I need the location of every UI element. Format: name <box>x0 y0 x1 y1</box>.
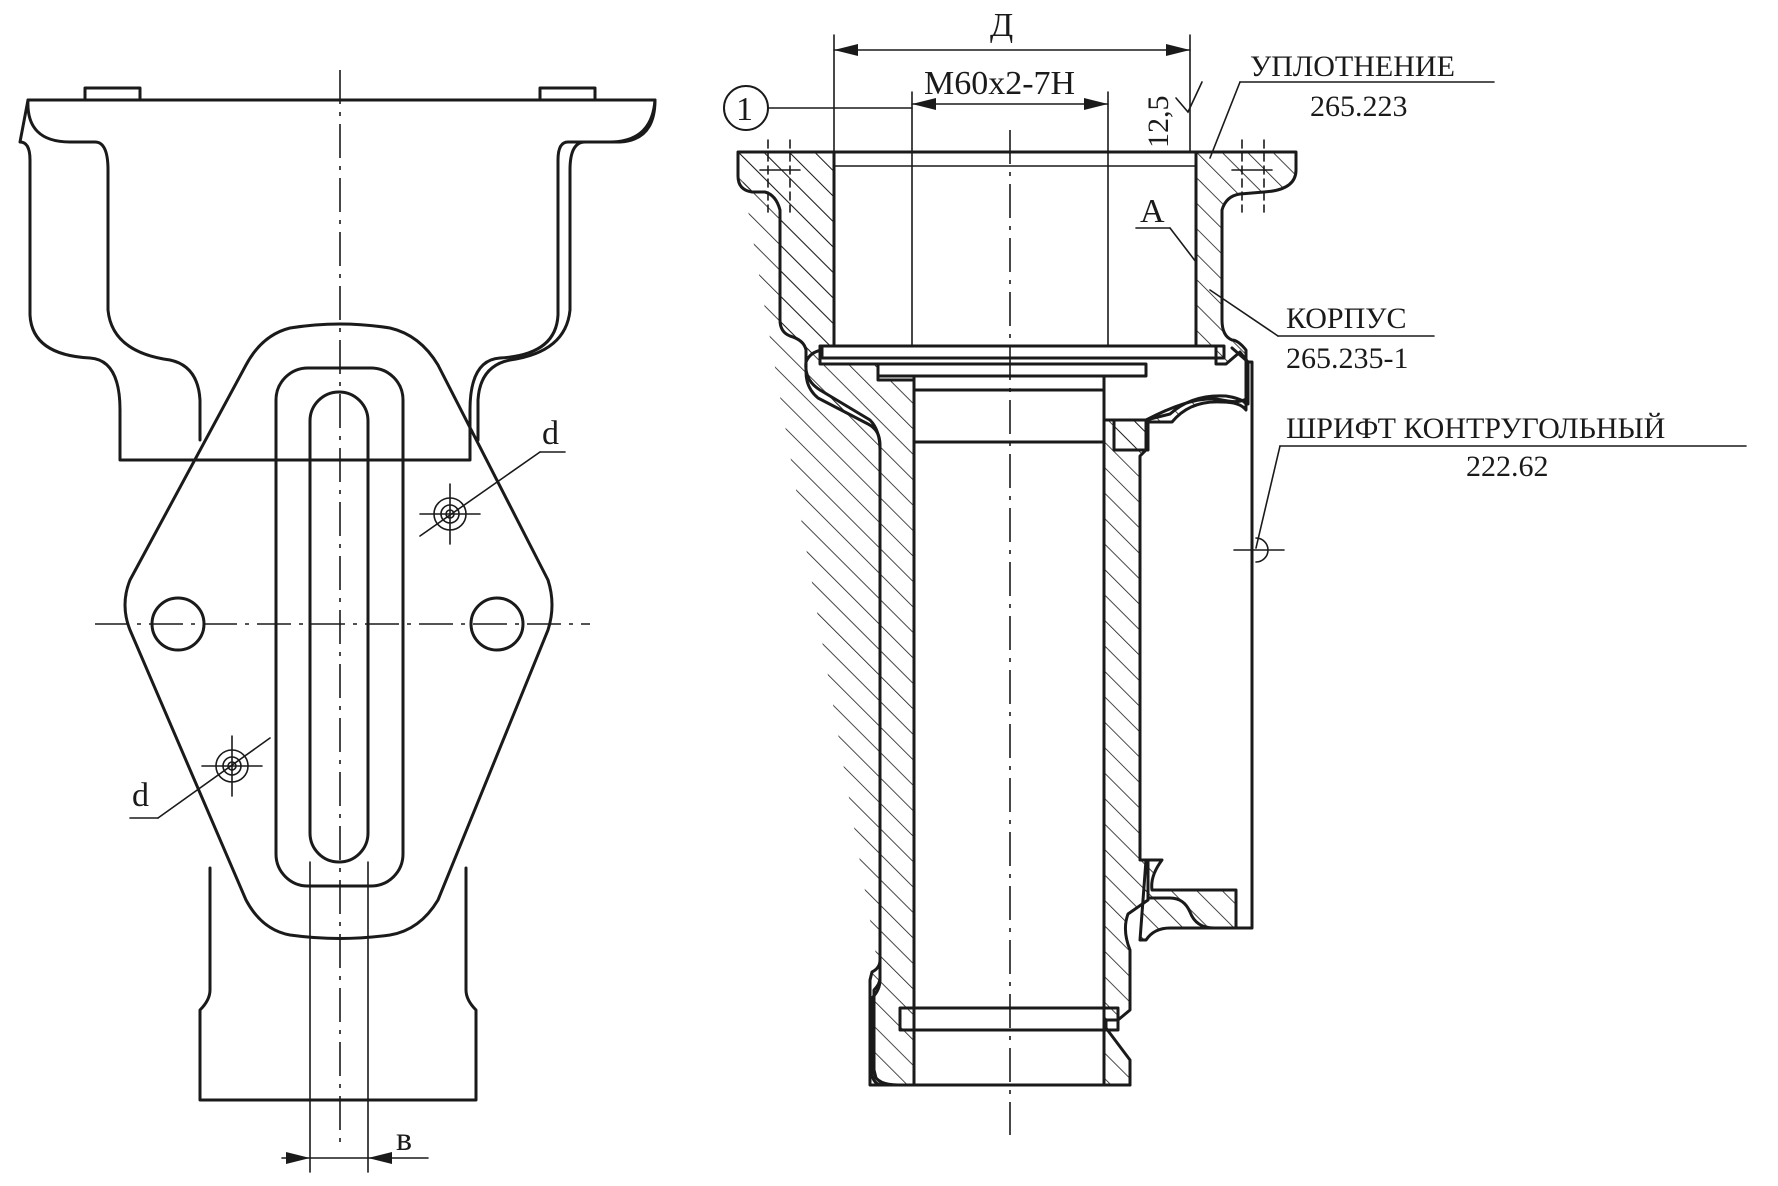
label-A-leader <box>1169 227 1197 263</box>
label-font-name: ШРИФТ КОНТРУГОЛЬНЫЙ <box>1286 412 1665 445</box>
bore-bottom-groove <box>898 1006 1120 1032</box>
flange-bolt-left <box>759 139 801 213</box>
section-wall-right-upper <box>1112 150 1298 452</box>
roughness-symbol-icon <box>1175 81 1203 114</box>
label-seal-name: УПЛОТНЕНИЕ <box>1250 50 1455 83</box>
dim-D-arrow-left <box>834 44 858 56</box>
front-view: d d в <box>18 70 657 1173</box>
flange-bolt-right <box>1231 139 1273 213</box>
body-leader <box>1209 289 1279 337</box>
dim-b-arrow-right <box>368 1152 392 1164</box>
label-D: Д <box>990 7 1013 44</box>
label-body-name: КОРПУС <box>1286 302 1407 335</box>
seal-plate-2 <box>876 362 1148 378</box>
front-top-flange-body <box>26 98 657 442</box>
section-view: Д М60х2-7Н 1 12,5 А УПЛОТНЕНИЕ 265.223 К… <box>723 7 1747 1135</box>
front-hole-right <box>469 596 525 652</box>
label-thread: М60х2-7Н <box>924 65 1075 102</box>
dim-b-arrow-left <box>286 1152 310 1164</box>
front-lower-stem <box>198 866 478 1102</box>
front-flange-tab-left <box>83 86 142 102</box>
dim-thread-arrow-right <box>1084 98 1108 110</box>
label-body-code: 265.235-1 <box>1286 342 1409 375</box>
label-font-code: 222.62 <box>1466 450 1549 483</box>
label-roughness: 12,5 <box>1142 96 1175 149</box>
dim-thread-arrow-left <box>912 98 936 110</box>
hole-d-lower-icon <box>129 735 271 819</box>
bore-top-groove <box>912 388 1106 444</box>
section-wall-right-long <box>1102 418 1150 1087</box>
front-flange-tab-right <box>538 86 597 102</box>
label-d-upper: d <box>542 415 559 452</box>
section-side-boss-outline <box>1144 346 1254 930</box>
front-rhombus-plate <box>123 322 554 940</box>
seal-plate <box>820 344 1226 360</box>
front-top-flange <box>18 98 657 462</box>
label-b: в <box>396 1121 412 1158</box>
label-d-lower: d <box>132 777 149 814</box>
label-callout-1: 1 <box>736 91 753 128</box>
label-seal-code: 265.223 <box>1310 90 1408 123</box>
dim-D-arrow-right <box>1166 44 1190 56</box>
front-slot-inner <box>308 390 370 864</box>
hole-d-upper-icon <box>419 451 566 545</box>
section-wall-left <box>736 150 916 1087</box>
seal-leader <box>1209 81 1241 159</box>
label-A: А <box>1140 193 1165 230</box>
font-leader <box>1255 445 1281 549</box>
